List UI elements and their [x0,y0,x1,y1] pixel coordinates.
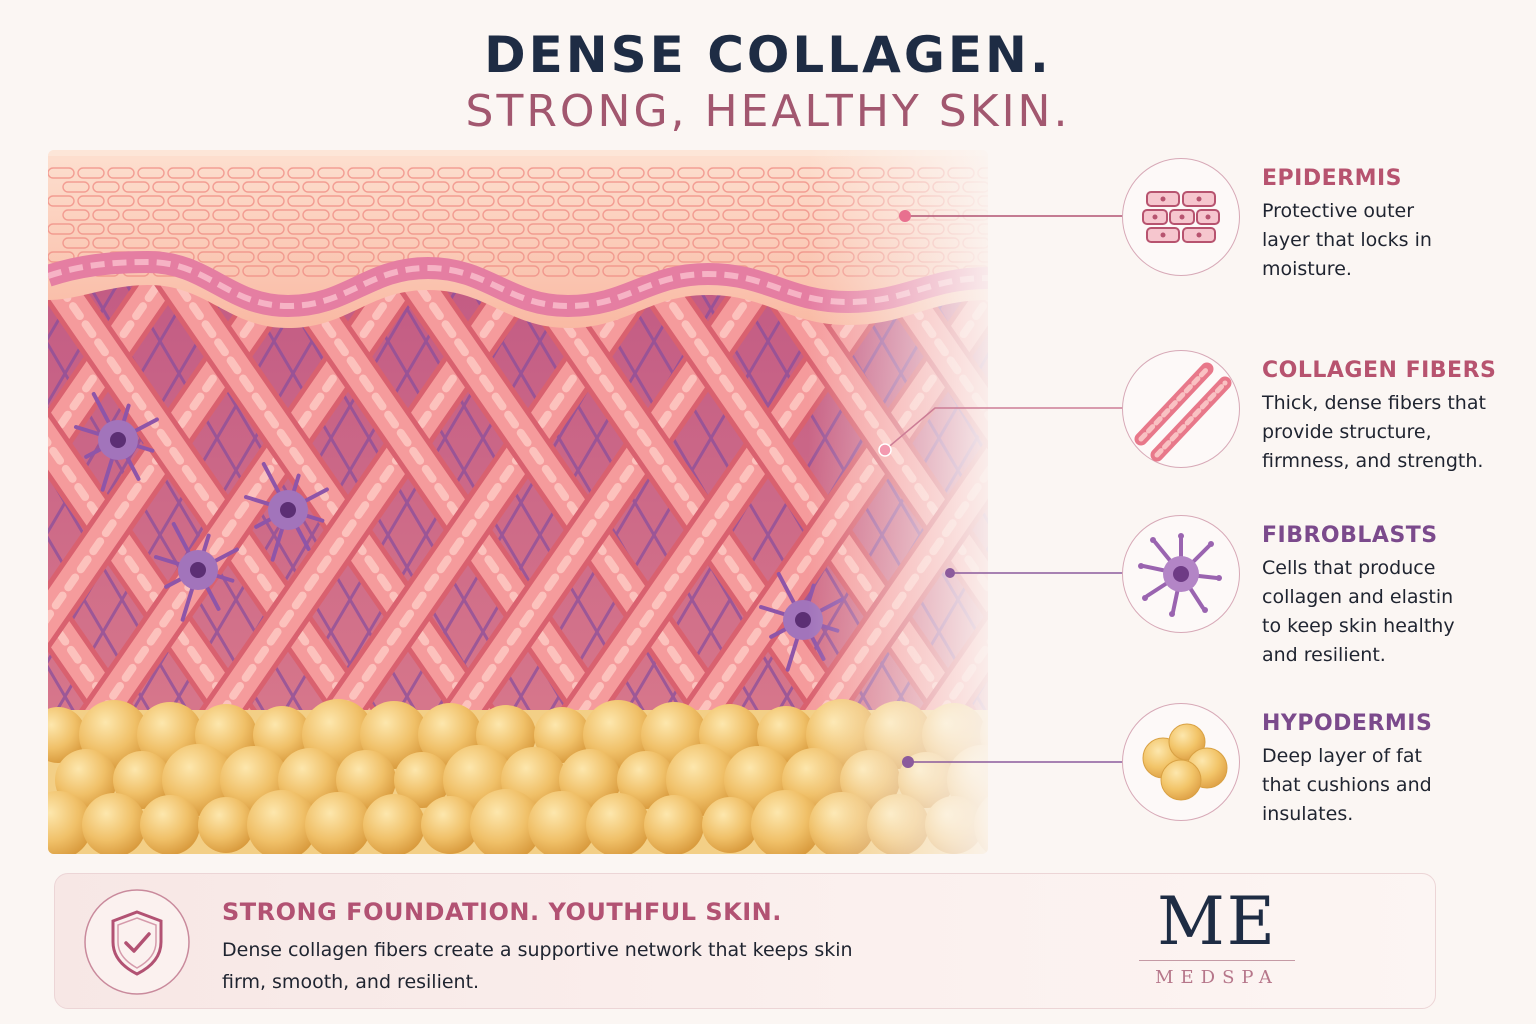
legend-hypodermis: HYPODERMIS Deep layer of fat that cushio… [1120,703,1520,833]
fibroblast-cell [73,392,159,492]
legend-heading: HYPODERMIS [1262,711,1433,736]
legend-icon-circle [1122,515,1240,633]
logo-mark: ME [1157,883,1277,960]
fat-cell [48,791,92,854]
legend-heading: EPIDERMIS [1262,166,1402,191]
legend-icon-circle [1122,350,1240,468]
fibroblast-icon [1138,533,1222,617]
fat-cell [394,752,450,808]
legend-description: Cells that produce collagen and elastin … [1262,557,1455,666]
fat-cell [48,707,86,763]
legend-heading: COLLAGEN FIBERS [1262,358,1497,383]
fat-cell [247,790,317,854]
legend-icon-circle [1122,158,1240,276]
skin-cross-section-illustration [48,150,1008,854]
legend-description: Thick, dense fibers that provide structu… [1262,392,1486,472]
fat-cell [421,796,479,854]
fat-cell [470,789,542,854]
page-subtitle: STRONG, HEALTHY SKIN. [465,86,1071,137]
fat-cells-icon [1142,723,1228,801]
fat-cell [198,797,254,853]
fibroblast-cell [153,522,239,622]
footer-description: Dense collagen fibers create a supportiv… [222,939,853,993]
fibroblast-cell [243,462,329,562]
legend-icon-circle [1122,703,1240,821]
medspa-logo: ME MEDSPA [1137,886,1297,988]
legend-collagen-fibers: COLLAGEN FIBERS Thick, dense fibers that… [1120,350,1520,480]
logo-divider [1139,960,1295,961]
fat-cell [528,791,596,854]
logo-subtitle: MEDSPA [1155,967,1279,988]
collagen-fiber-icon [1134,362,1232,462]
fat-cell [360,701,428,769]
fat-cell [534,707,590,763]
fat-cell [644,795,704,854]
legend-fibroblasts: FIBROBLASTS Cells that produce collagen … [1120,515,1520,666]
fat-cell [140,795,200,854]
fat-cell [113,751,171,809]
page-title: DENSE COLLAGEN. [484,26,1052,84]
fat-cell [305,792,371,854]
legend-description: Protective outer layer that locks in moi… [1262,200,1432,280]
skin-cells-icon [1142,191,1220,243]
fat-cell [617,751,675,809]
fat-cell [702,797,758,853]
fat-cell [82,793,146,854]
legend-epidermis: EPIDERMIS Protective outer layer that lo… [1120,158,1520,288]
fat-cell [751,790,821,854]
legend-description: Deep layer of fat that cushions and insu… [1262,745,1432,825]
footer-banner: STRONG FOUNDATION. YOUTHFUL SKIN. Dense … [54,873,1436,1009]
shield-check-icon [84,889,190,995]
legend-heading: FIBROBLASTS [1262,523,1438,548]
fat-cell [586,793,650,854]
footer-heading: STRONG FOUNDATION. YOUTHFUL SKIN. [222,898,782,926]
fat-cell [363,794,425,854]
